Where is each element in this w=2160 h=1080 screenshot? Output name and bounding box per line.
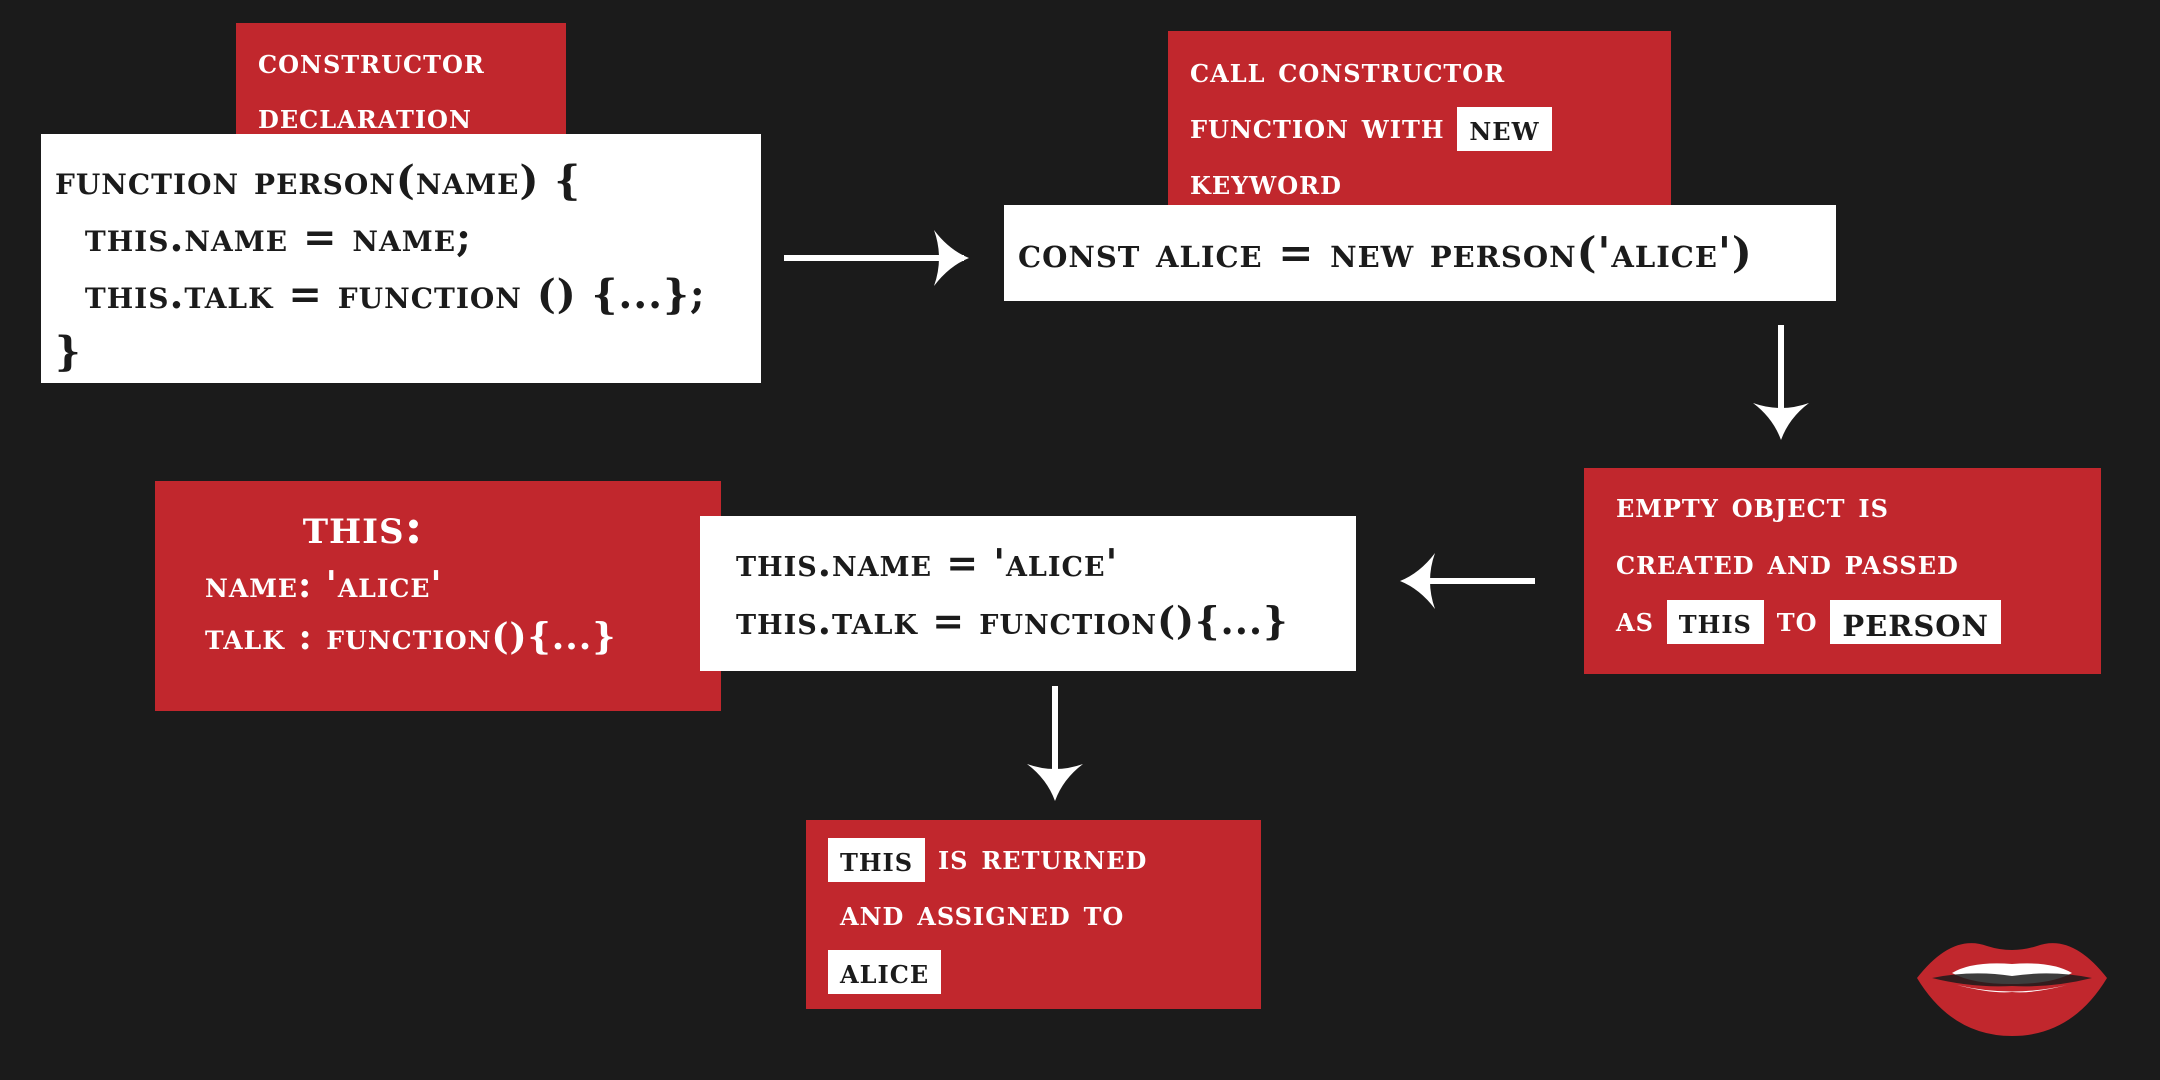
property-line: name: 'Alice' (205, 564, 443, 606)
text-line: created and passed (1616, 543, 1959, 583)
empty-object-box: empty object is created and passed as th… (1584, 468, 2101, 674)
text-line: alice (828, 942, 1239, 998)
arrow-left-icon (1400, 553, 1535, 609)
code-line: this.name = 'Alice' (736, 540, 1119, 585)
arrow-down-icon (1027, 686, 1083, 801)
code-line: this.name = name; (55, 214, 472, 261)
label-line: call constructor (1190, 51, 1506, 91)
new-keyword-chip: new (1457, 107, 1552, 151)
code-line: this.talk = function () {...}; (55, 271, 706, 318)
returned-box: this is returned and assigned to alice (806, 820, 1261, 1009)
person-chip: Person (1830, 600, 2002, 644)
property-line: talk : function(){...} (205, 616, 617, 658)
label-line: keyword (1190, 163, 1342, 203)
text: is returned (937, 838, 1148, 878)
label-line: function with new (1190, 99, 1649, 155)
assignments-box: this.name = 'Alice' this.talk = function… (700, 516, 1356, 671)
this-chip: this (1666, 600, 1764, 644)
constructor-declaration-label: constructor declaration (236, 23, 566, 153)
this-chip: this (828, 838, 926, 882)
label-line: constructor (258, 42, 485, 82)
red-lips-logo (1917, 943, 2107, 1036)
text-line: as this to Person (1616, 592, 2069, 649)
this-object-box: this: name: 'Alice' talk : function(){..… (155, 481, 721, 711)
code-line: this.talk = function(){...} (736, 598, 1289, 643)
code-line: function Person(name) { (55, 157, 582, 204)
label-line: declaration (258, 97, 472, 137)
arrow-right-icon (784, 230, 969, 286)
text-line: this is returned (828, 830, 1239, 886)
label-text: function with (1190, 107, 1445, 147)
code-line: const alice = new Person('Alice') (1018, 228, 1753, 277)
arrow-down-icon (1753, 325, 1809, 440)
this-title: this: (302, 499, 424, 555)
call-constructor-label: call constructor function with new keywo… (1168, 31, 1671, 215)
alice-chip: alice (828, 950, 942, 994)
constructor-code-box: function Person(name) { this.name = name… (41, 134, 761, 383)
code-line: } (55, 328, 82, 375)
text-line: empty object is (1616, 486, 1889, 526)
text: to (1776, 600, 1818, 640)
call-code-box: const alice = new Person('Alice') (1004, 205, 1836, 301)
text: as (1616, 600, 1654, 640)
text-line: and assigned to (840, 894, 1125, 934)
